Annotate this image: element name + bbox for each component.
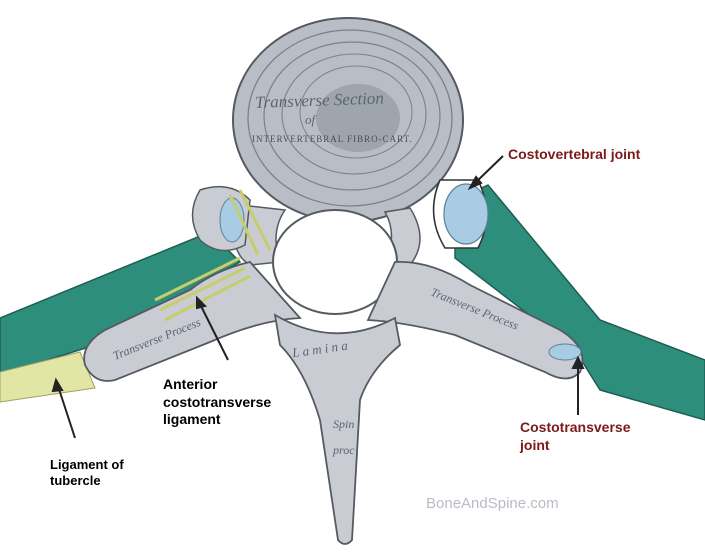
label-ligament-of-tubercle: Ligament of tubercle	[50, 457, 124, 490]
label-tubercle-line2: tubercle	[50, 473, 124, 489]
label-anterior-line2: costotransverse	[163, 394, 271, 412]
tubercle-pointer	[58, 386, 75, 438]
watermark-text: BoneAndSpine.com	[426, 495, 559, 512]
label-costovertebral-joint: Costovertebral joint	[508, 146, 640, 164]
spinous-text-1: Spin	[333, 417, 354, 431]
label-costotransverse-joint: Costotransverse joint	[520, 419, 631, 454]
spinous-text-2: proc	[332, 443, 355, 457]
label-costotransverse-line2: joint	[520, 437, 631, 455]
label-anterior-line3: ligament	[163, 411, 271, 429]
costotransverse-cartilage	[549, 344, 581, 360]
right-rib-head-cartilage	[444, 184, 488, 244]
label-tubercle-line1: Ligament of	[50, 457, 124, 473]
section-subtitle-text: INTERVERTEBRAL FIBRO-CART.	[252, 134, 413, 144]
label-costotransverse-line1: Costotransverse	[520, 419, 631, 437]
label-anterior-costotransverse-ligament: Anterior costotransverse ligament	[163, 376, 271, 429]
label-anterior-line1: Anterior	[163, 376, 271, 394]
